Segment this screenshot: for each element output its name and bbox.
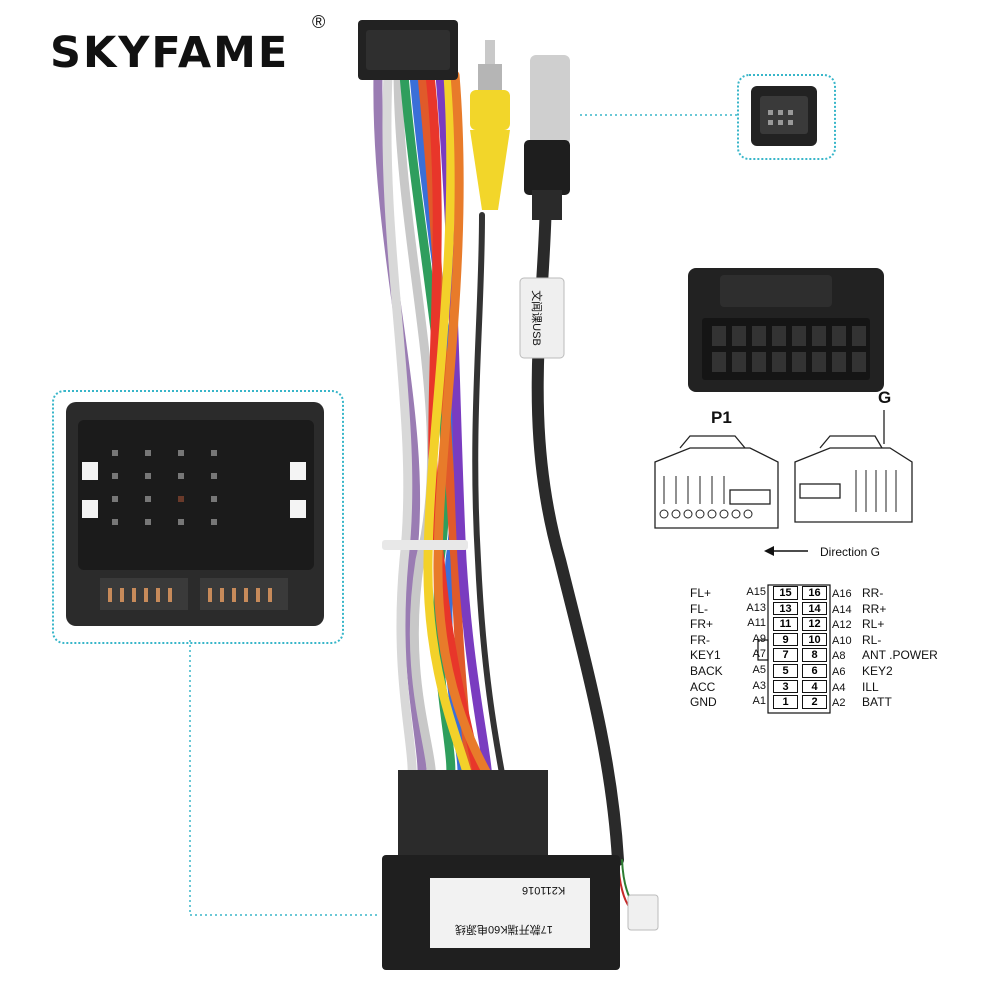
pin-number: 1: [773, 695, 798, 709]
pin-row-left: GND A1: [690, 695, 768, 709]
pin-number: 3: [773, 679, 798, 694]
direction-label: Direction G: [820, 545, 881, 559]
box-label-text: 17款开瑞K60电源线: [455, 923, 553, 935]
pin-number-row: 13 14: [773, 601, 827, 616]
pin-signal: ANT .POWER: [862, 648, 938, 663]
g-connector-drawing: [794, 410, 913, 523]
pin-row-left: KEY1 A7: [690, 648, 768, 662]
radio-16pin-connector-image: [688, 268, 884, 392]
pin-signal: GND: [690, 695, 717, 710]
pin-row-right: A4 ILL: [832, 680, 962, 694]
box-code-text: K211016: [522, 884, 566, 896]
pin-row-right: A10 RL-: [832, 633, 962, 647]
pin-row-right: A6 KEY2: [832, 664, 962, 678]
pin-signal: FL+: [690, 586, 712, 600]
pin-number: 14: [802, 601, 827, 616]
pin-number: 8: [802, 648, 827, 662]
pin-id: A10: [832, 634, 852, 647]
pin-id: A6: [832, 666, 846, 678]
pin-id: A4: [832, 681, 846, 694]
rca-plug: [470, 40, 510, 210]
pin-signal: RR+: [862, 601, 887, 616]
brand-logo: SKYFAME: [50, 28, 290, 78]
pin-row-left: FR+ A11: [690, 617, 768, 631]
pin-number: 12: [802, 617, 827, 631]
pin-id: A15: [746, 586, 766, 598]
zip-tie: [382, 540, 468, 550]
pin-number: 7: [773, 648, 798, 662]
pin-row-left: ACC A3: [690, 680, 768, 694]
pin-row-left: FL- A13: [690, 602, 768, 616]
pin-row-left: FL+ A15: [690, 586, 768, 600]
pin-signal: RL-: [862, 632, 882, 647]
pin-row-right: A2 BATT: [832, 695, 962, 709]
pin-number: 13: [773, 601, 798, 616]
pin-number: 16: [802, 586, 827, 600]
pin-number-row: 9 10: [773, 632, 827, 647]
pin-id: A7: [752, 648, 766, 661]
pin-id: A13: [746, 601, 766, 614]
pin-number-row: 11 12: [773, 617, 827, 631]
pin-number: 10: [802, 632, 827, 647]
pin-signal: KEY2: [862, 664, 893, 678]
pin-signal: RL+: [862, 617, 885, 632]
harness-top-plug: [358, 20, 458, 80]
car-side-connector-image: [66, 402, 324, 626]
p1-connector-drawing: [654, 435, 779, 529]
usb-tag-text: 文闻课USB: [529, 290, 542, 346]
pin-number: 5: [773, 664, 798, 678]
pin-signal: BATT: [862, 695, 892, 710]
pin-row-right: A16 RR-: [832, 586, 962, 600]
usb-plug: [524, 55, 570, 220]
usb-tag: [519, 277, 565, 359]
pin-number: 6: [802, 664, 827, 678]
pin-row-right: A14 RR+: [832, 602, 962, 616]
pin-number: 9: [773, 632, 798, 647]
p1-label: P1: [711, 408, 732, 427]
pin-signal: RR-: [862, 586, 884, 600]
pin-row-left: BACK A5: [690, 664, 768, 678]
pin-signal: FR-: [690, 632, 710, 647]
pin-id: A8: [832, 650, 846, 663]
adapter-box: [382, 770, 620, 970]
car-connector-callout-frame: [52, 390, 344, 644]
pin-signal: ILL: [862, 679, 879, 694]
pin-signal: FR+: [690, 617, 714, 632]
registered-mark: ®: [312, 12, 326, 32]
callout-line: [189, 640, 380, 916]
pin-signal: FL-: [690, 601, 708, 616]
pin-id: A2: [832, 697, 846, 710]
pin-signal: ACC: [690, 679, 716, 694]
pin-number: 11: [773, 617, 798, 631]
pin-signal: BACK: [690, 664, 723, 678]
pin-id: A5: [752, 664, 766, 676]
direction-arrow: [764, 546, 808, 556]
pin-id: A16: [832, 588, 852, 600]
pin-number: 15: [773, 586, 798, 600]
pin-row-right: A8 ANT .POWER: [832, 648, 962, 662]
pin-row-left: FR- A9: [690, 633, 768, 647]
pin-id: A11: [747, 617, 766, 630]
pin-row-right: A12 RL+: [832, 617, 962, 631]
g-label: G: [878, 388, 892, 407]
pin-id: A1: [752, 695, 766, 708]
white-plug: [627, 894, 659, 931]
pin-id: A14: [832, 603, 852, 616]
pin-id: A9: [752, 632, 766, 645]
pin-signal: KEY1: [690, 648, 721, 663]
pin-number: 2: [802, 695, 827, 709]
usb-port-image: [751, 86, 817, 146]
pin-grid: [757, 584, 831, 714]
pin-id: A3: [752, 679, 766, 692]
pin-id: A12: [832, 619, 852, 632]
usb-callout-frame: [737, 74, 836, 160]
pin-number: 4: [802, 679, 827, 694]
